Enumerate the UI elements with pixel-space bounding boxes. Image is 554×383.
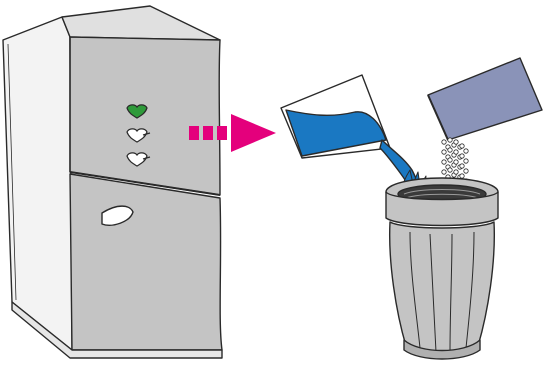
powder-granule: [453, 169, 459, 175]
housing-base: [403, 339, 481, 360]
powder-granule: [441, 139, 447, 145]
housing-rib: [449, 233, 453, 353]
powder-granule: [453, 159, 459, 165]
powder-granule: [459, 163, 465, 169]
arrow-head: [231, 114, 276, 152]
powder-granule: [459, 173, 465, 179]
sachet-opening: [427, 94, 449, 141]
arrow-dash: [189, 126, 199, 140]
powder-granule: [441, 169, 447, 175]
housing-rib: [409, 231, 421, 349]
housing-rib: [465, 231, 475, 349]
powder-sachet-icon: [427, 57, 543, 141]
dispenser-lower-front: [69, 173, 223, 351]
arrow-dash: [203, 126, 213, 140]
powder-granule: [459, 153, 465, 159]
powder-granule: [447, 137, 453, 143]
powder-granule: [453, 139, 459, 145]
dispenser-upper-front: [69, 36, 221, 196]
indicator-tick: [142, 132, 151, 136]
arrow-dash: [217, 126, 227, 140]
water-dispenser: [2, 5, 223, 359]
side-panel-edge: [7, 43, 17, 301]
powder-granule: [447, 157, 453, 163]
dispenser-seam: [69, 171, 221, 196]
powder-granule: [459, 143, 465, 149]
filter-housing-icon: [385, 177, 499, 360]
cup-liquid: [285, 109, 387, 157]
housing-rib: [429, 233, 437, 353]
measuring-cup-icon: [280, 74, 427, 197]
powder-granule: [441, 149, 447, 155]
dispenser-side-panel: [2, 16, 73, 351]
housing-collar: [385, 191, 499, 227]
heart-icon: [126, 128, 148, 143]
powder-granule: [453, 149, 459, 155]
housing-body: [389, 221, 495, 356]
dispenser-top: [61, 5, 221, 41]
sachet-body: [427, 57, 543, 141]
powder-granule: [463, 168, 469, 174]
powder-granule: [463, 148, 469, 154]
housing-threads: [403, 189, 481, 199]
powder-granule: [441, 159, 447, 165]
dispenser-plinth: [11, 301, 223, 359]
heart-icon: [126, 152, 148, 167]
powder-granule: [447, 167, 453, 173]
powder-granule: [463, 158, 469, 164]
right-arrow-icon: [189, 114, 276, 152]
indicator-lights: [126, 104, 151, 167]
door-handle-recess: [101, 205, 134, 226]
heart-icon: [126, 104, 148, 119]
powder-granule: [447, 147, 453, 153]
indicator-tick: [142, 156, 151, 160]
